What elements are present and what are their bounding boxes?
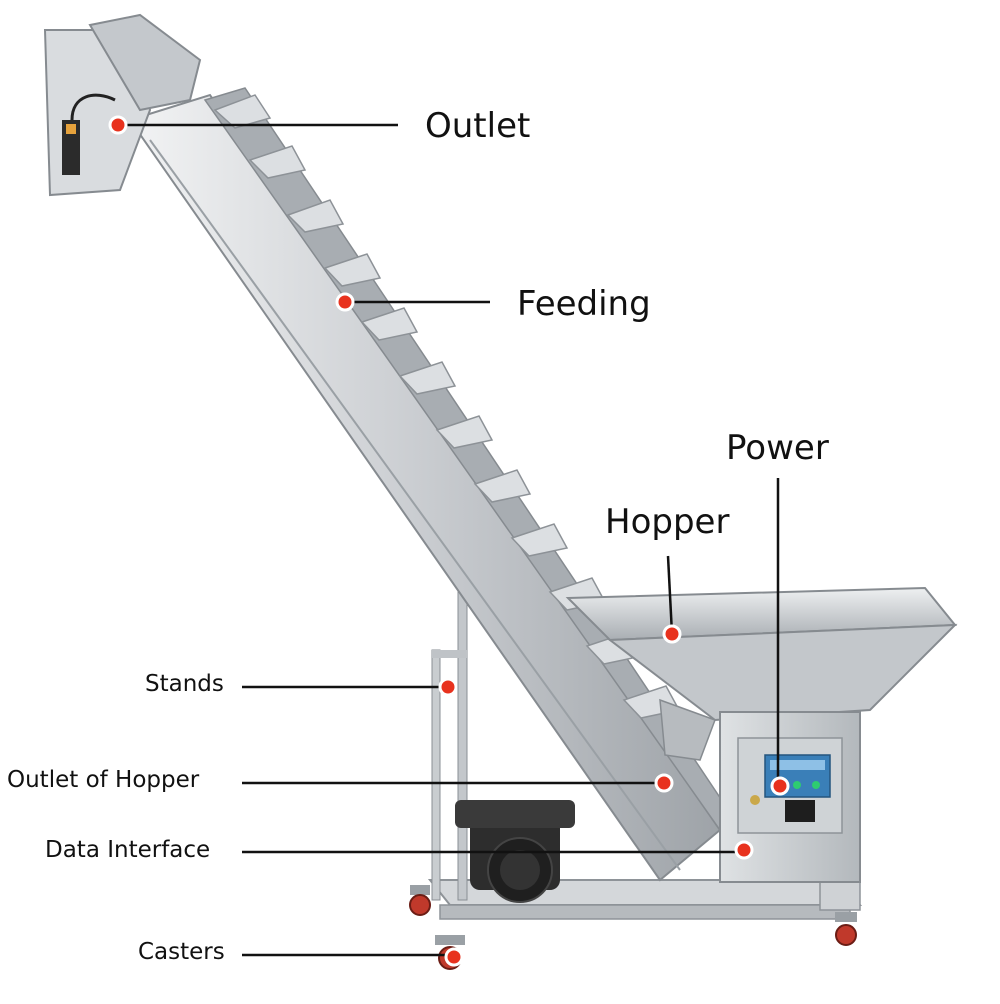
label-power: Power — [726, 428, 829, 468]
marker-outlet-of-hopper — [654, 773, 674, 793]
markers — [108, 115, 790, 967]
outlet-head — [43, 13, 202, 197]
inclined-conveyor — [128, 87, 737, 882]
label-outlet-of-hopper: Outlet of Hopper — [7, 767, 200, 793]
marker-stands — [438, 677, 458, 697]
marker-outlet — [108, 115, 128, 135]
stands — [431, 569, 468, 901]
label-outlet: Outlet — [425, 106, 531, 146]
label-feeding: Feeding — [517, 284, 651, 324]
leader-hopper — [666, 555, 674, 635]
marker-data-interface — [734, 840, 754, 860]
leader-lines — [118, 123, 780, 957]
label-hopper: Hopper — [605, 502, 730, 542]
label-data-interface: Data Interface — [45, 837, 211, 863]
marker-hopper — [662, 624, 682, 644]
marker-feeding — [335, 292, 355, 312]
hopper — [565, 586, 958, 761]
marker-power — [770, 776, 790, 796]
label-stands: Stands — [145, 671, 224, 697]
label-casters: Casters — [138, 939, 225, 965]
casters — [409, 885, 857, 970]
marker-casters — [444, 947, 464, 967]
